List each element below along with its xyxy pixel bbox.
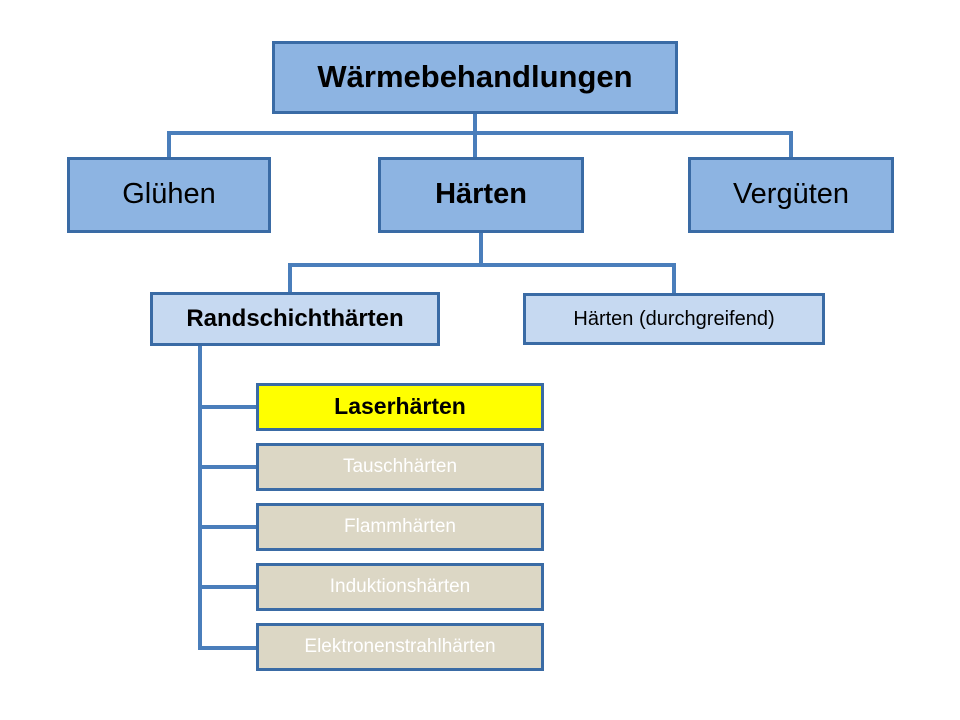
- node-tauschhaerten[interactable]: Tauschhärten: [256, 443, 544, 491]
- node-elektronenstrahlhaerten[interactable]: Elektronenstrahlhärten: [256, 623, 544, 671]
- node-flammhaerten[interactable]: Flammhärten: [256, 503, 544, 551]
- node-waermebehandlungen[interactable]: Wärmebehandlungen: [272, 41, 678, 114]
- node-gluehen[interactable]: Glühen: [67, 157, 271, 233]
- node-haerten-durchgreifend[interactable]: Härten (durchgreifend): [523, 293, 825, 345]
- node-randschichthaerten[interactable]: Randschichthärten: [150, 292, 440, 346]
- node-induktionshaerten[interactable]: Induktionshärten: [256, 563, 544, 611]
- node-haerten[interactable]: Härten: [378, 157, 584, 233]
- node-laserhaerten[interactable]: Laserhärten: [256, 383, 544, 431]
- node-verguetten[interactable]: Vergüten: [688, 157, 894, 233]
